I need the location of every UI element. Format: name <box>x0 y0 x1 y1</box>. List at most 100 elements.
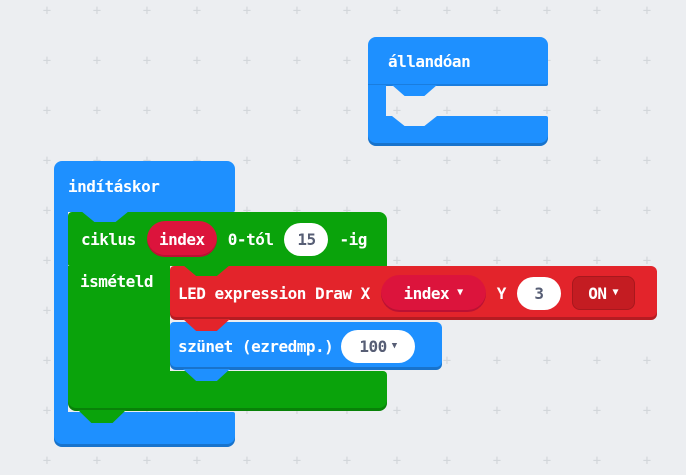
grid-cross: + <box>42 453 52 469</box>
grid-cross: + <box>42 103 52 119</box>
grid-cross: + <box>392 453 402 469</box>
for-loop-keyword: ciklus <box>81 229 136 249</box>
forever-block-spine[interactable] <box>368 85 386 118</box>
grid-cross: + <box>42 403 52 419</box>
for-loop-from-label: 0-tól <box>227 229 274 249</box>
pause-duration-value: 100 <box>359 336 387 356</box>
forever-block-bottom[interactable] <box>368 116 548 146</box>
grid-cross: + <box>342 3 352 19</box>
led-draw-block-body[interactable]: LED expression Draw X index ▼ Y 3 ON ▼ <box>170 266 657 320</box>
grid-cross: + <box>642 353 652 369</box>
grid-cross: + <box>242 53 252 69</box>
grid-cross: + <box>442 253 452 269</box>
grid-cross: + <box>42 353 52 369</box>
grid-cross: + <box>392 153 402 169</box>
for-loop-block-bottom[interactable] <box>68 371 387 411</box>
grid-cross: + <box>542 153 552 169</box>
grid-cross: + <box>142 3 152 19</box>
grid-cross: + <box>42 53 52 69</box>
for-loop-variable-pill[interactable]: index <box>146 221 217 257</box>
on-start-block-top[interactable]: indításkor <box>54 161 235 212</box>
grid-cross: + <box>142 53 152 69</box>
on-start-label: indításkor <box>68 177 160 196</box>
on-start-block-spine[interactable] <box>54 211 68 413</box>
on-start-block[interactable]: indításkor <box>54 161 235 447</box>
led-draw-x-variable: index <box>403 283 450 303</box>
grid-cross: + <box>492 353 502 369</box>
grid-cross: + <box>642 53 652 69</box>
grid-cross: + <box>342 203 352 219</box>
grid-cross: + <box>492 453 502 469</box>
pause-label: szünet (ezredmp.) <box>178 336 334 356</box>
grid-cross: + <box>92 3 102 19</box>
for-loop-bottom-tab <box>78 410 126 423</box>
grid-cross: + <box>642 253 652 269</box>
led-draw-bottom-tab <box>183 319 230 331</box>
grid-cross: + <box>192 403 202 419</box>
dropdown-arrow-icon: ▼ <box>391 340 398 351</box>
grid-cross: + <box>642 203 652 219</box>
for-loop-end-value-field[interactable]: 15 <box>284 222 329 256</box>
grid-cross: + <box>542 403 552 419</box>
grid-cross: + <box>342 403 352 419</box>
led-draw-mode-value: ON <box>588 283 607 303</box>
grid-cross: + <box>442 453 452 469</box>
grid-cross: + <box>492 153 502 169</box>
grid-cross: + <box>542 353 552 369</box>
grid-cross: + <box>342 453 352 469</box>
led-draw-y-value-field[interactable]: 3 <box>516 276 561 310</box>
grid-cross: + <box>592 353 602 369</box>
grid-cross: + <box>542 3 552 19</box>
grid-cross: + <box>42 153 52 169</box>
grid-cross: + <box>542 453 552 469</box>
forever-block[interactable]: állandóan <box>368 37 548 146</box>
grid-cross: + <box>42 303 52 319</box>
grid-cross: + <box>292 53 302 69</box>
grid-cross: + <box>192 103 202 119</box>
grid-cross: + <box>592 3 602 19</box>
grid-cross: + <box>292 103 302 119</box>
grid-cross: + <box>442 403 452 419</box>
grid-cross: + <box>142 103 152 119</box>
grid-cross: + <box>92 103 102 119</box>
led-draw-block[interactable]: LED expression Draw X index ▼ Y 3 ON ▼ <box>170 266 657 332</box>
forever-empty-notch <box>392 116 437 126</box>
grid-cross: + <box>92 53 102 69</box>
grid-cross: + <box>342 153 352 169</box>
grid-cross: + <box>442 203 452 219</box>
led-draw-label: LED expression Draw X <box>178 283 370 303</box>
grid-cross: + <box>592 103 602 119</box>
grid-cross: + <box>42 203 52 219</box>
grid-cross: + <box>292 203 302 219</box>
forever-label: állandóan <box>388 52 471 71</box>
grid-cross: + <box>342 53 352 69</box>
grid-cross: + <box>192 453 202 469</box>
grid-cross: + <box>592 53 602 69</box>
grid-cross: + <box>392 103 402 119</box>
grid-cross: + <box>242 453 252 469</box>
grid-cross: + <box>92 453 102 469</box>
grid-cross: + <box>492 203 502 219</box>
grid-cross: + <box>542 103 552 119</box>
led-draw-mode-dropdown[interactable]: ON ▼ <box>571 276 635 310</box>
grid-cross: + <box>392 203 402 219</box>
for-loop-mouth-tab <box>183 265 230 276</box>
grid-cross: + <box>442 3 452 19</box>
for-loop-block-spine[interactable]: ismételd <box>68 266 170 371</box>
grid-cross: + <box>442 103 452 119</box>
forever-block-top[interactable]: állandóan <box>368 37 548 86</box>
grid-cross: + <box>592 403 602 419</box>
grid-cross: + <box>292 3 302 19</box>
grid-cross: + <box>642 453 652 469</box>
grid-cross: + <box>42 253 52 269</box>
grid-cross: + <box>242 203 252 219</box>
for-loop-block[interactable]: ciklus index 0-tól 15 -ig ismételd <box>68 212 387 423</box>
grid-cross: + <box>392 3 402 19</box>
pause-duration-dropdown[interactable]: 100 ▼ <box>341 329 416 363</box>
on-start-block-bottom[interactable] <box>54 412 235 447</box>
grid-cross: + <box>292 153 302 169</box>
grid-cross: + <box>392 403 402 419</box>
for-loop-block-top[interactable]: ciklus index 0-tól 15 -ig <box>68 212 387 266</box>
led-draw-x-dropdown[interactable]: index ▼ <box>380 274 486 312</box>
